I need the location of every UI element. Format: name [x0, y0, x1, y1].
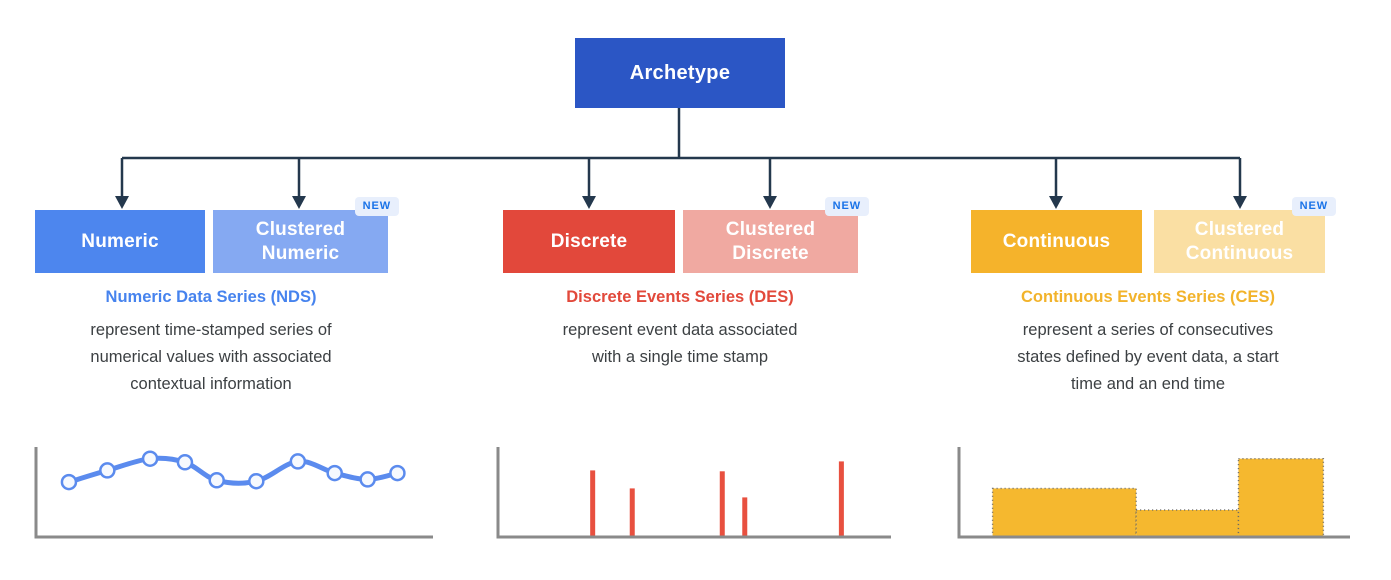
desc-numeric-line: numerical values with associated — [90, 347, 332, 366]
desc-discrete-heading: Discrete Events Series (DES) — [566, 288, 794, 306]
node-clustered-discrete-label-line1: Clustered — [725, 219, 816, 241]
desc-numeric-line: contextual information — [130, 374, 292, 393]
node-clustered-continuous-label-line2: Continuous — [1185, 242, 1294, 264]
continuous-step-chart — [957, 447, 1350, 539]
desc-discrete: Discrete Events Series (DES) represent e… — [500, 288, 860, 371]
new-badge: NEW — [1291, 197, 1336, 216]
node-clustered-numeric-label-line2: Numeric — [261, 242, 340, 264]
node-continuous: Continuous — [971, 210, 1142, 273]
node-continuous-label: Continuous — [1002, 230, 1111, 252]
new-badge: NEW — [824, 197, 869, 216]
node-numeric-label: Numeric — [81, 230, 159, 252]
node-discrete-label: Discrete — [550, 230, 628, 252]
node-discrete: Discrete — [503, 210, 675, 273]
desc-numeric: Numeric Data Series (NDS) represent time… — [31, 288, 391, 398]
arrow-down-icons — [115, 196, 1247, 209]
new-badge: NEW — [354, 197, 399, 216]
node-clustered-continuous: Clustered Continuous NEW — [1154, 197, 1336, 273]
desc-continuous: Continuous Events Series (CES) represent… — [968, 288, 1328, 398]
desc-continuous-heading: Continuous Events Series (CES) — [1021, 288, 1275, 306]
discrete-stem-chart — [496, 447, 891, 539]
desc-numeric-heading: Numeric Data Series (NDS) — [105, 288, 317, 306]
connector-paths — [120, 108, 1242, 197]
archetype-label: Archetype — [629, 61, 731, 84]
desc-continuous-line: time and an end time — [1070, 374, 1226, 393]
node-clustered-continuous-label-line1: Clustered — [1194, 219, 1285, 241]
desc-discrete-line: represent event data associated — [562, 320, 798, 339]
desc-continuous-line: represent a series of consecutives — [1022, 320, 1274, 339]
node-clustered-discrete-label-line2: Discrete — [732, 242, 809, 264]
desc-numeric-line: represent time-stamped series of — [90, 320, 332, 339]
archetype-node: Archetype — [575, 38, 785, 108]
node-clustered-numeric-label-line1: Clustered — [255, 219, 346, 241]
desc-discrete-line: with a single time stamp — [591, 347, 769, 366]
desc-continuous-line: states defined by event data, a start — [1017, 347, 1279, 366]
numeric-line-chart — [34, 447, 433, 539]
node-numeric: Numeric — [35, 210, 205, 273]
node-clustered-numeric: Clustered Numeric NEW — [213, 197, 399, 273]
node-clustered-discrete: Clustered Discrete NEW — [683, 197, 869, 273]
